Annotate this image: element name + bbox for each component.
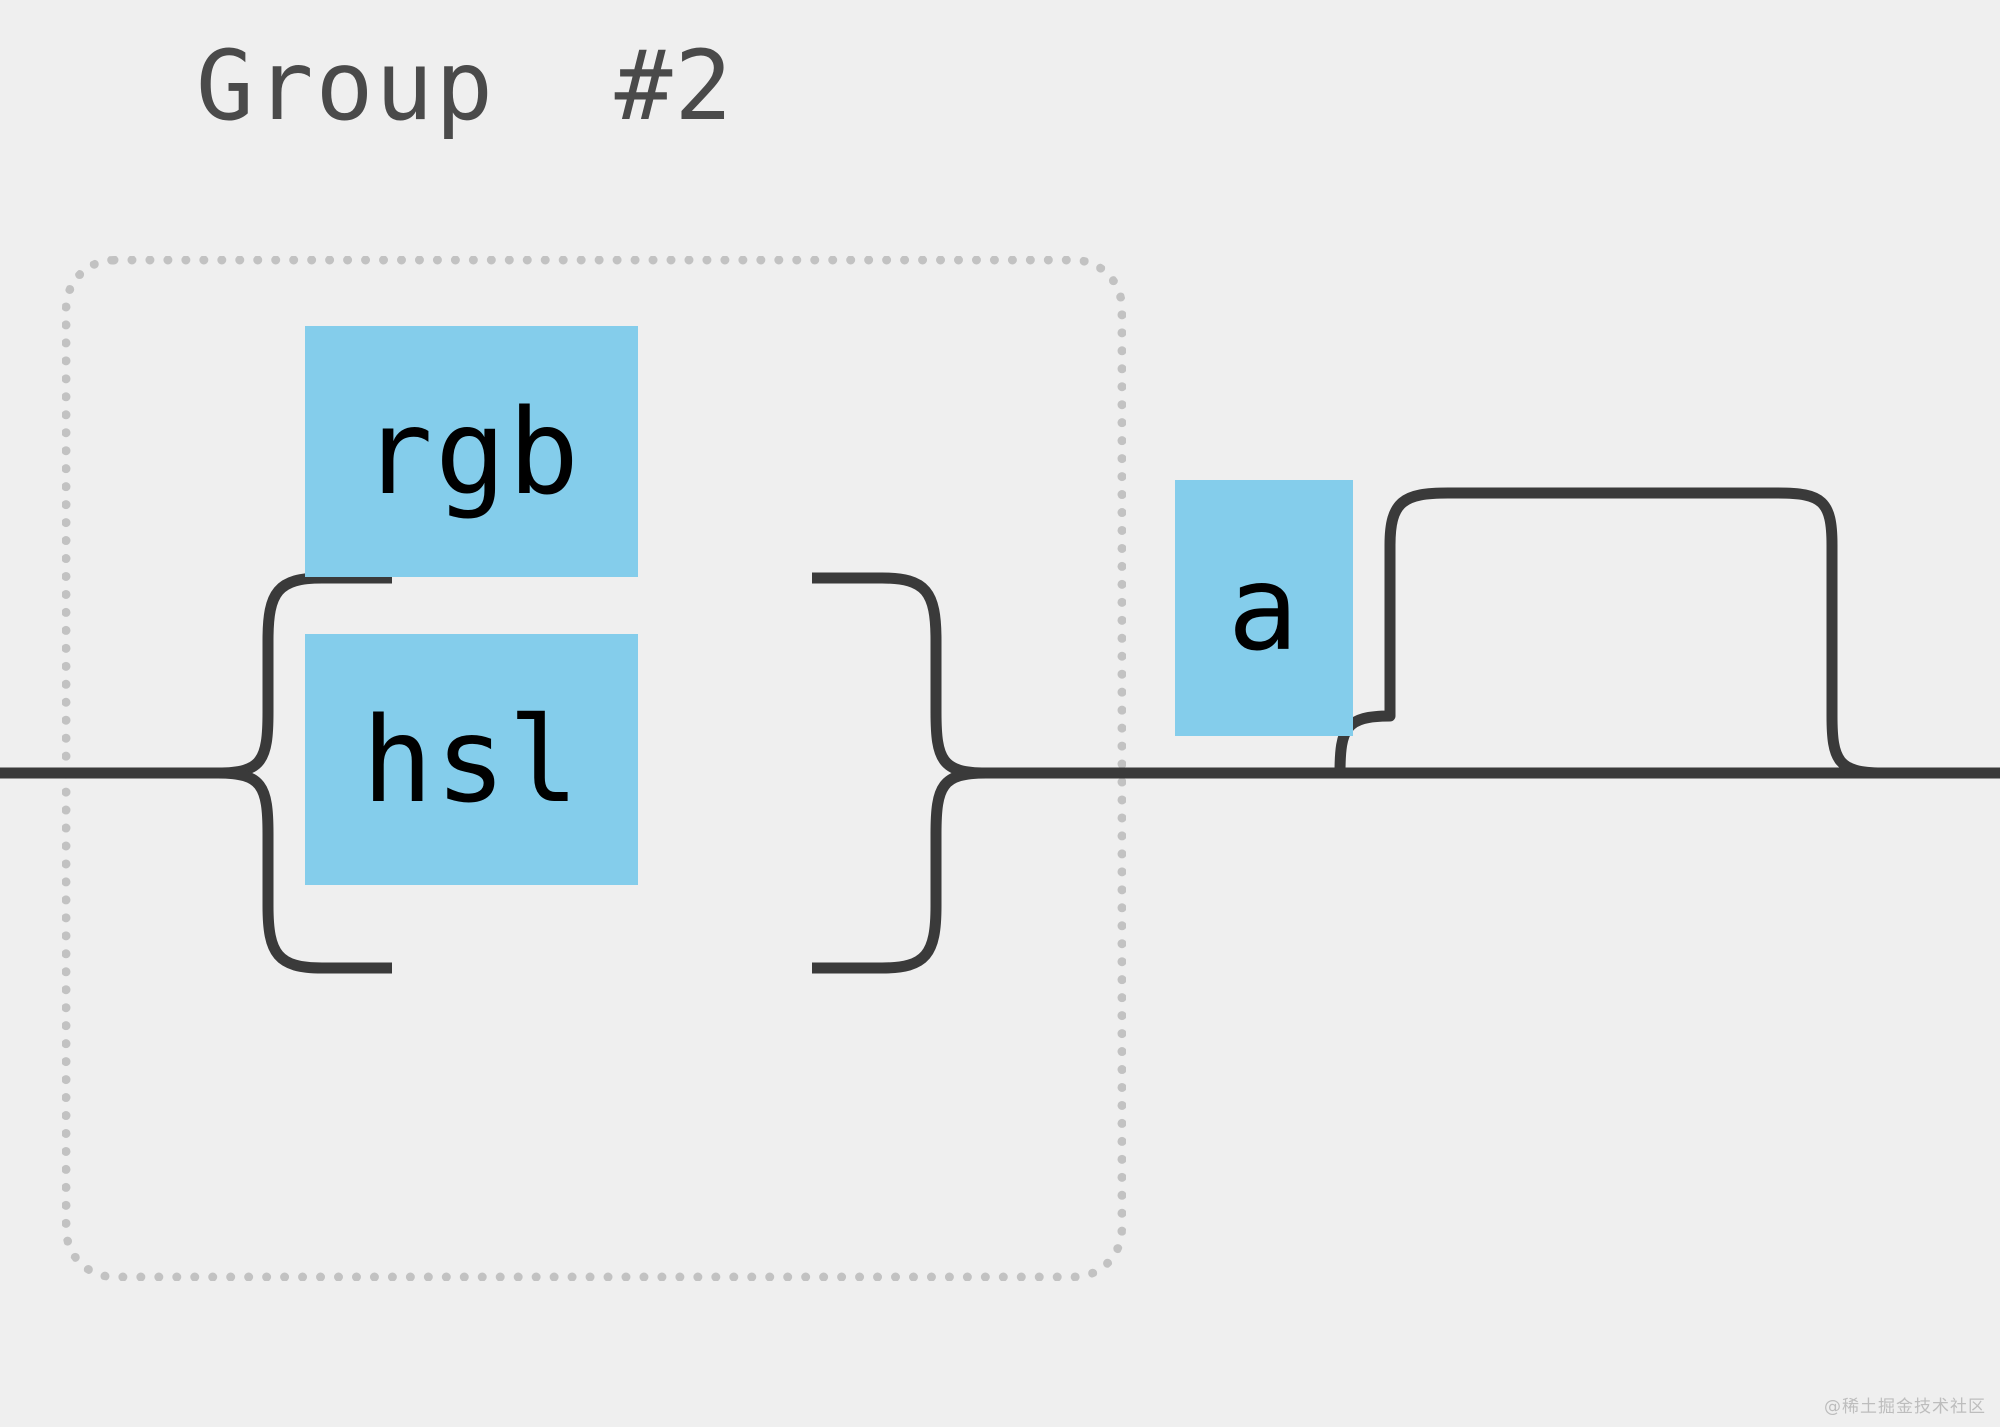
terminal-node-rgb[interactable]: rgb [305,326,638,577]
optional-bypass-arc [1334,487,1883,779]
terminal-node-a-label: a [1227,539,1301,677]
watermark: @稀土掘金技术社区 [1824,1397,1986,1417]
terminal-node-rgb-label: rgb [361,382,582,521]
terminal-node-a[interactable]: a [1175,480,1353,736]
terminal-node-hsl-label: hsl [361,690,582,829]
terminal-node-hsl[interactable]: hsl [305,634,638,885]
group-title: Group #2 [196,30,735,142]
